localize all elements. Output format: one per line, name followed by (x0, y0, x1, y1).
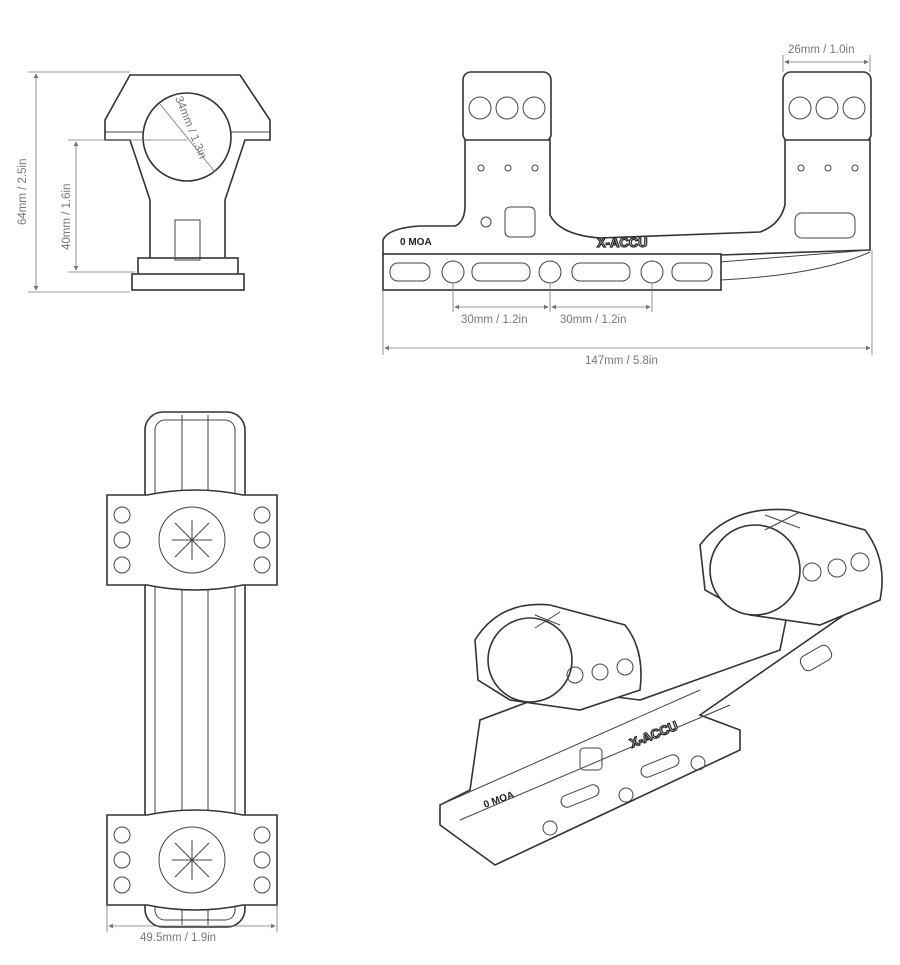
front-ring-cap (462, 71, 552, 143)
rear-ring-cap (782, 71, 872, 143)
iso-view: 0 MOA X-ACCU (439, 508, 883, 866)
center-height-label: 40mm / 1.6in (61, 184, 73, 250)
ring-cap-width-label: 49.5mm / 1.9in (140, 932, 216, 944)
total-height-label: 64mm / 2.5in (17, 159, 29, 225)
side-brand-logo: X-ACCU (597, 235, 648, 250)
slot-spacing-label-2: 30mm / 1.2in (560, 314, 626, 326)
top-view: 49.5mm / 1.9in (106, 411, 278, 944)
slot-spacing-label-1: 30mm / 1.2in (461, 314, 527, 326)
front-view: 34mm / 1.3in 64mm / 2.5in 40mm / 1.6in (17, 71, 271, 293)
side-moa-marking: 0 MOA (400, 237, 432, 248)
picatinny-rail-clamp (382, 253, 722, 291)
total-length-label: 147mm / 5.8in (585, 355, 658, 367)
ring-width-label: 26mm / 1.0in (788, 44, 854, 56)
side-view: 0 MOA X-ACCU 26mm / 1.0in 30mm / 1.2in 3… (382, 44, 873, 367)
